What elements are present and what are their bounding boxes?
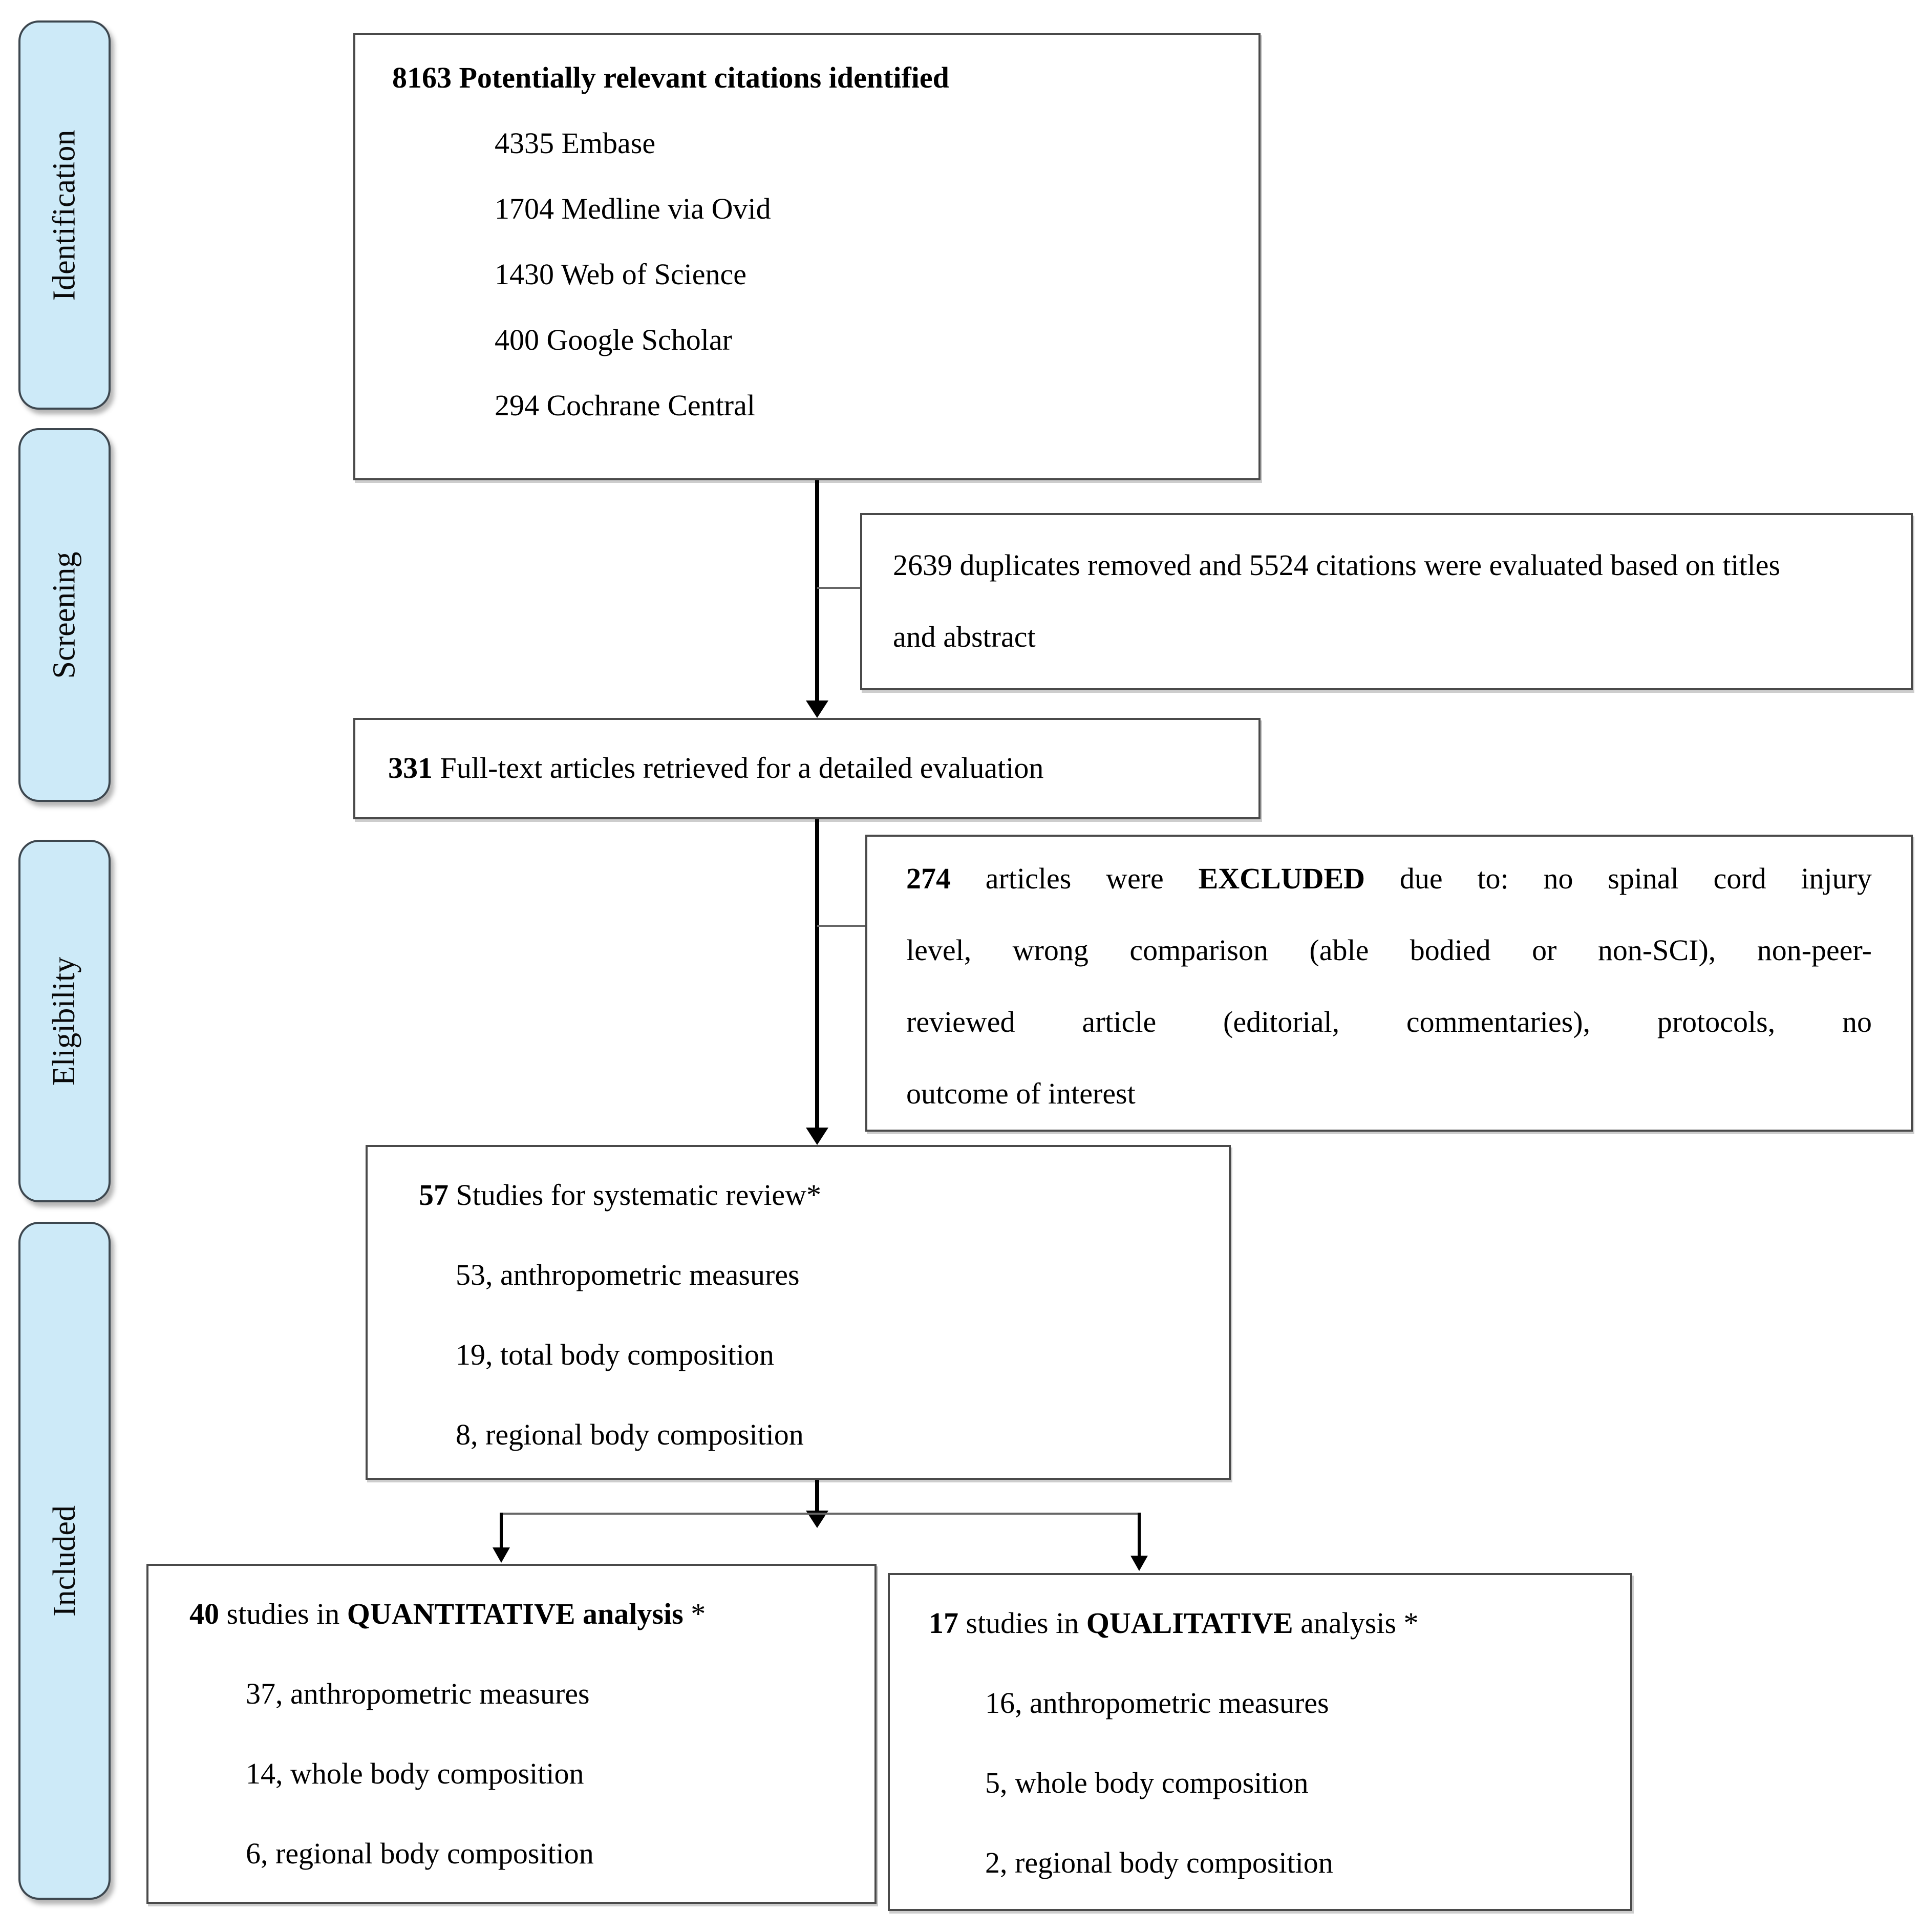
excluded-text: due to: no spinal cord injury — [1365, 862, 1872, 895]
review-item: 19, total body composition — [456, 1338, 774, 1371]
quantitative-item: 6, regional body composition — [246, 1837, 594, 1870]
arrow-fulltext-to-review-line — [815, 819, 819, 1130]
box-quantitative-analysis: 40 studies in QUANTITATIVE analysis * 37… — [146, 1564, 877, 1904]
excluded-text: reviewed article (editorial, commentarie… — [906, 1005, 1872, 1038]
stage-included-label: Included — [47, 1505, 82, 1617]
qualitative-count: 17 — [929, 1606, 958, 1640]
branch-to-duplicates-line — [817, 587, 860, 589]
split-right-arrowhead — [1130, 1556, 1148, 1571]
stage-identification-label: Identification — [47, 130, 82, 301]
quantitative-text: studies in — [219, 1597, 347, 1630]
review-label: Studies for systematic review* — [449, 1178, 822, 1212]
split-right-line — [1138, 1513, 1141, 1557]
qualitative-item: 16, anthropometric measures — [985, 1686, 1329, 1719]
stage-screening-label: Screening — [47, 551, 82, 678]
review-count: 57 — [419, 1178, 449, 1212]
branch-to-excluded-line — [817, 925, 865, 927]
box-articles-excluded: 274 articles were EXCLUDED due to: no sp… — [865, 835, 1913, 1132]
qualitative-emphasis: QUALITATIVE — [1086, 1606, 1293, 1640]
quantitative-count: 40 — [189, 1597, 219, 1630]
review-item: 8, regional body composition — [456, 1418, 804, 1451]
excluded-text: level, wrong comparison (able bodied or … — [906, 933, 1872, 967]
box-citations-identified: 8163 Potentially relevant citations iden… — [353, 33, 1261, 480]
excluded-text: articles were — [951, 862, 1199, 895]
stage-eligibility-label: Eligibility — [47, 957, 82, 1086]
stage-eligibility: Eligibility — [18, 840, 111, 1202]
quantitative-item: 14, whole body composition — [246, 1757, 584, 1790]
excluded-emphasis: EXCLUDED — [1198, 862, 1365, 895]
split-left-line — [500, 1513, 503, 1549]
quantitative-emphasis: QUANTITATIVE analysis — [347, 1597, 684, 1630]
box-systematic-review: 57 Studies for systematic review* 53, an… — [366, 1145, 1231, 1480]
excluded-count: 274 — [906, 862, 951, 895]
split-horizontal-line — [500, 1513, 1141, 1515]
source-item: 294 Cochrane Central — [495, 389, 755, 422]
source-item: 1704 Medline via Ovid — [495, 192, 771, 225]
fulltext-label: Full-text articles retrieved for a detai… — [433, 751, 1044, 784]
qualitative-item: 5, whole body composition — [985, 1766, 1309, 1799]
split-left-arrowhead — [493, 1547, 510, 1563]
fulltext-count: 331 — [388, 751, 433, 784]
stage-included: Included — [18, 1222, 111, 1900]
excluded-text: outcome of interest — [906, 1077, 1136, 1110]
box-duplicates-removed: 2639 duplicates removed and 5524 citatio… — [860, 513, 1913, 690]
stage-identification: Identification — [18, 20, 111, 410]
duplicates-text: 2639 duplicates removed and 5524 citatio… — [893, 548, 1781, 653]
arrow-identified-to-fulltext-head — [806, 700, 828, 718]
split-center-line — [815, 1480, 819, 1513]
source-item: 1430 Web of Science — [495, 258, 746, 291]
qualitative-text: studies in — [958, 1606, 1086, 1640]
arrow-fulltext-to-review-head — [806, 1128, 828, 1145]
source-item: 4335 Embase — [495, 126, 656, 160]
citations-title: 8163 Potentially relevant citations iden… — [392, 61, 949, 94]
box-fulltext-retrieved: 331 Full-text articles retrieved for a d… — [353, 718, 1261, 819]
qualitative-item: 2, regional body composition — [985, 1846, 1333, 1879]
box-qualitative-analysis: 17 studies in QUALITATIVE analysis * 16,… — [888, 1573, 1632, 1911]
review-item: 53, anthropometric measures — [456, 1258, 800, 1291]
arrow-identified-to-fulltext-line — [815, 480, 819, 702]
stage-screening: Screening — [18, 428, 111, 802]
source-item: 400 Google Scholar — [495, 323, 732, 356]
quantitative-text: * — [683, 1597, 706, 1630]
quantitative-item: 37, anthropometric measures — [246, 1677, 590, 1710]
qualitative-text: analysis * — [1293, 1606, 1419, 1640]
